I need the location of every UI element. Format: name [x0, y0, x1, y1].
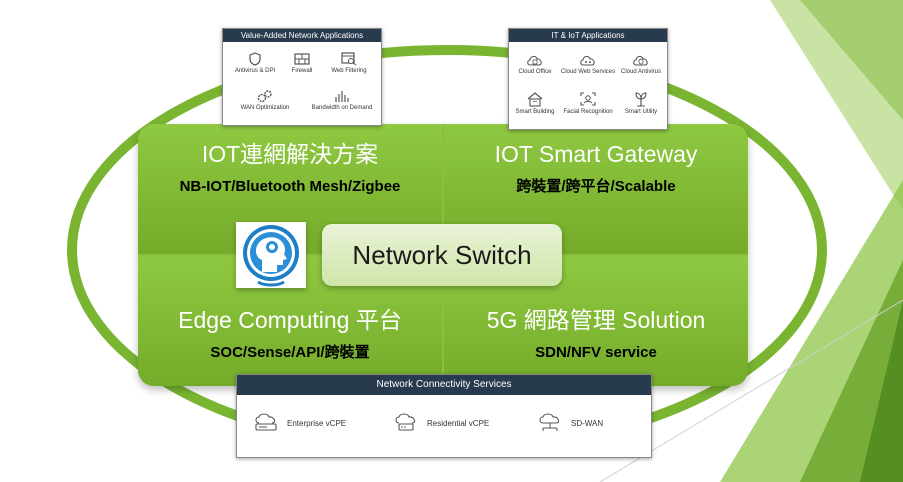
plant-icon	[635, 92, 647, 107]
vas-item-bandwidth: Bandwidth on Demand	[303, 89, 381, 111]
cloud-network-icon	[580, 55, 595, 66]
quadrant-title: Edge Computing 平台	[178, 307, 402, 333]
iot-item-cloud-antivirus: Cloud Antivirus	[609, 53, 673, 75]
cloud-shield-icon	[633, 55, 648, 66]
iot-item-cloud-web-services: Cloud Web Services	[556, 53, 620, 75]
bg-triangle-top-dark	[800, 0, 903, 120]
vas-item-web-filtering: Web Filtering	[317, 52, 381, 74]
vas-item-antivirus: Antivirus & DPI	[223, 52, 287, 74]
quadrant-5g-management: 5G 網路管理 Solution SDN/NFV service	[444, 256, 748, 386]
browser-search-icon	[341, 52, 357, 66]
quadrant-subtitle: SOC/Sense/API/跨裝置	[210, 344, 370, 361]
gears-icon	[257, 90, 272, 103]
cloud-document-icon	[527, 55, 542, 66]
panel-title: Network Connectivity Services	[237, 375, 651, 395]
network-switch-box: Network Switch	[322, 224, 562, 286]
quadrant-title: 5G 網路管理 Solution	[486, 307, 706, 333]
quadrant-title: IOT Smart Gateway	[494, 141, 698, 167]
vas-item-firewall: Firewall	[270, 52, 334, 74]
network-switch-label: Network Switch	[352, 239, 532, 270]
value-added-apps-panel: Value-Added Network Applications Antivir…	[222, 28, 382, 126]
cloud-router-icon	[255, 413, 277, 431]
face-scan-icon	[580, 92, 596, 106]
cloud-wan-icon	[539, 413, 560, 431]
quadrant-title: IOT連網解決方案	[201, 141, 379, 167]
quadrant-subtitle: NB-IOT/Bluetooth Mesh/Zigbee	[179, 178, 401, 195]
network-connectivity-panel: Network Connectivity Services Enterprise…	[236, 374, 652, 458]
cloud-modem-icon	[395, 413, 416, 431]
bg-triangle-bottom-darkest	[860, 300, 903, 482]
panel-title: IT & IoT Applications	[509, 29, 667, 42]
iot-item-cloud-office: Cloud Office	[503, 53, 567, 75]
quadrant-subtitle: 跨裝置/跨平台/Scalable	[516, 178, 676, 195]
iot-item-facial-recognition: Facial Recognition	[556, 91, 620, 115]
vas-item-wan-optimization: WAN Optimization	[233, 89, 297, 111]
ncs-item-enterprise-vcpe: Enterprise vCPE	[253, 413, 346, 433]
wifi-house-icon	[527, 92, 543, 107]
quadrant-subtitle: SDN/NFV service	[535, 344, 657, 361]
bar-graph-icon	[335, 91, 349, 102]
ncs-item-residential-vcpe: Residential vCPE	[393, 413, 489, 433]
it-iot-apps-panel: IT & IoT Applications Cloud Office Cloud…	[508, 28, 668, 130]
iot-item-smart-utility: Smart Utility	[609, 91, 673, 115]
ai-head-icon	[236, 222, 306, 288]
shield-icon	[249, 52, 261, 66]
brick-wall-icon	[294, 53, 310, 65]
ncs-item-sd-wan: SD-WAN	[537, 413, 603, 433]
panel-title: Value-Added Network Applications	[223, 29, 381, 42]
iot-item-smart-building: Smart Building	[503, 91, 567, 115]
